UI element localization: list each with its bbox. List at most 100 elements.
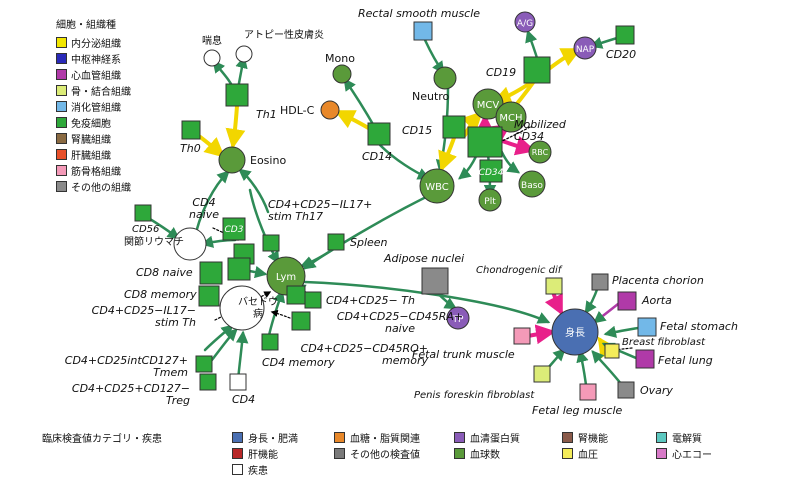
label-cd34: CD34 <box>479 168 504 178</box>
trait-legend-item: 血糖・脂質関連 <box>334 430 420 445</box>
legend-swatch <box>56 36 67 48</box>
label-fleg: Fetal leg muscle <box>532 404 623 417</box>
trait-legend-item: 電解質 <box>656 430 702 445</box>
legend-label: その他の組織 <box>71 182 131 194</box>
legend-label: 免疫細胞 <box>71 118 111 130</box>
tissue-legend-item: 肝臓組織 <box>56 146 131 162</box>
label-cd14: CD14 <box>362 150 392 163</box>
legend-label: 身長・肥満 <box>248 434 298 445</box>
label-cd19: CD19 <box>486 66 516 79</box>
legend-swatch <box>56 68 67 80</box>
legend-label: 肝機能 <box>248 450 278 461</box>
node-basedow <box>219 285 265 331</box>
edge <box>591 350 624 387</box>
node-ag <box>514 11 536 33</box>
legend-swatch <box>56 100 67 112</box>
node-cd20 <box>615 25 635 45</box>
node-flung <box>635 349 655 369</box>
label-wbc: WBC <box>425 182 449 193</box>
edge <box>235 330 249 382</box>
label-cd4mem: CD4 memory <box>262 356 335 369</box>
node-adipose <box>421 267 449 295</box>
edge <box>593 302 620 324</box>
legend-label: その他の検査値 <box>350 450 420 461</box>
tissue-legend-item: 骨・結合組織 <box>56 82 131 98</box>
legend-swatch <box>656 432 667 443</box>
nodes <box>134 11 657 401</box>
legend-swatch <box>334 448 345 459</box>
legend-swatch <box>656 448 667 459</box>
node-mono <box>332 64 352 84</box>
legend-swatch <box>56 148 67 160</box>
node-cd15 <box>442 115 466 139</box>
node-cd45ro <box>291 311 311 331</box>
edge <box>584 285 600 315</box>
legend-swatch <box>334 432 345 443</box>
label-baso: Baso <box>521 181 543 191</box>
label-th1: Th1 <box>256 108 277 121</box>
legend-label: 内分泌組織 <box>71 38 121 50</box>
label-atopic: アトピー性皮膚炎 <box>244 28 324 41</box>
label-tmem: CD4+CD25intCD127+Tmem <box>65 354 188 379</box>
label-penis: Penis foreskin fibroblast <box>414 390 535 401</box>
label-rectal: Rectal smooth muscle <box>358 7 480 20</box>
label-mcv: MCV <box>477 100 500 111</box>
node-cd4 <box>229 373 247 391</box>
legend-label: 骨・結合組織 <box>71 86 131 98</box>
node-cd8mem <box>198 285 220 307</box>
edge <box>546 348 566 370</box>
legend-label: 筋骨格組織 <box>71 166 121 178</box>
node-fstomach <box>637 317 657 337</box>
legend-label: 血清蛋白質 <box>470 434 520 445</box>
trait-legend-item: 血圧 <box>562 446 598 461</box>
label-cd56: CD56 <box>132 224 159 235</box>
tissue-legend-item: 免疫細胞 <box>56 114 131 130</box>
legend-swatch <box>232 464 243 475</box>
label-cd15: CD15 <box>402 124 432 137</box>
node-asthma <box>203 49 221 67</box>
label-cd8naive: CD8 naive <box>136 266 193 279</box>
node-cd56 <box>134 204 152 222</box>
tissue-legend-title: 細胞・組織種 <box>56 20 116 31</box>
label-cd4: CD4 <box>232 393 255 406</box>
label-mch: MCH <box>499 113 522 124</box>
node-hdlc <box>320 100 340 120</box>
legend-swatch <box>562 448 573 459</box>
legend-label: 腎機能 <box>578 434 608 445</box>
edge <box>526 324 556 345</box>
tissue-legend-item: その他の組織 <box>56 178 131 194</box>
node-mch <box>495 101 527 133</box>
label-th17: CD4+CD25−IL17+stim Th17 <box>268 198 372 223</box>
label-hdlc: HDL-C <box>280 104 315 117</box>
node-mobilized-cd34 <box>467 126 503 158</box>
label-fstomach: Fetal stomach <box>660 320 738 333</box>
node-nap <box>573 36 597 60</box>
label-ftrunk: Fetal trunk muscle <box>412 348 515 361</box>
label-adipose: Adipose nuclei <box>383 252 464 265</box>
legend-label: 消化管組織 <box>71 102 121 114</box>
label-cd3: CD3 <box>225 225 244 235</box>
legend-swatch <box>232 448 243 459</box>
trait-legend-item: その他の検査値 <box>334 446 420 461</box>
label-mono: Mono <box>325 52 355 65</box>
edge <box>270 309 291 319</box>
trait-legend-item: 肝機能 <box>232 446 278 461</box>
label-ra: 関節リウマチ <box>124 235 184 248</box>
edge <box>238 168 270 214</box>
node-ra <box>173 227 207 261</box>
trait-legend-item: 身長・肥満 <box>232 430 298 445</box>
edge <box>423 38 445 75</box>
label-chondro: Chondrogenic dif <box>476 265 563 276</box>
legend-label: 血圧 <box>578 450 598 461</box>
node-breast <box>604 343 620 359</box>
legend-swatch <box>56 180 67 192</box>
node-th17-b <box>262 234 280 252</box>
legend-swatch <box>454 432 465 443</box>
trait-legend-title: 臨床検査値カテゴリ・疾患 <box>42 434 162 445</box>
tissue-legend-item: 筋骨格組織 <box>56 162 131 178</box>
node-cd3 <box>222 217 246 241</box>
node-spleen <box>327 233 345 251</box>
node-rbc <box>528 140 552 164</box>
node-th25 <box>286 285 306 305</box>
